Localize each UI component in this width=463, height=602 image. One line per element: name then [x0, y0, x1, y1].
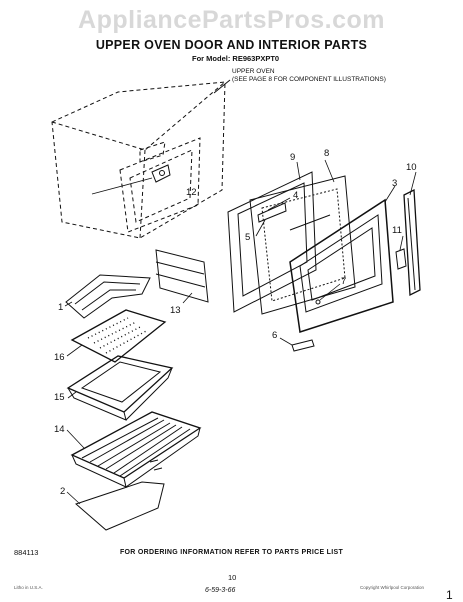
part-8-door-frame	[249, 175, 356, 315]
part-13-rack-support	[155, 249, 209, 303]
note-leader	[213, 79, 231, 94]
note-line-2: (SEE PAGE 8 FOR COMPONENT ILLUSTRATIONS)	[232, 75, 386, 83]
callout-12: 12	[186, 187, 197, 198]
callout-3: 3	[392, 178, 397, 189]
callout-10: 10	[406, 162, 417, 173]
ordering-info: FOR ORDERING INFORMATION REFER TO PARTS …	[119, 549, 344, 556]
callout-15: 15	[54, 392, 65, 403]
note-line-1: UPPER OVEN	[232, 68, 275, 75]
watermark: AppliancePartsPros.com	[78, 6, 385, 34]
upper-oven-note: UPPER OVEN (SEE PAGE 8 FOR COMPONENT ILL…	[232, 68, 386, 83]
part-14-oven-rack	[70, 411, 202, 488]
callout-2: 2	[60, 486, 65, 497]
callout-13: 13	[170, 305, 181, 316]
callout-5: 5	[245, 232, 250, 243]
part-2-bake-element	[75, 459, 165, 531]
oven-cavity	[51, 81, 226, 239]
leader-lines	[64, 159, 417, 505]
part-16-broiler-grid	[70, 309, 167, 363]
callout-14: 14	[54, 424, 65, 435]
corner-mark: 1	[446, 588, 453, 602]
part-11-hinge	[395, 248, 407, 270]
drawing-code: 884113	[14, 548, 39, 557]
page-number: 10	[228, 573, 237, 582]
callout-8: 8	[324, 148, 329, 159]
callout-16: 16	[54, 352, 65, 363]
part-3-outer-door	[289, 198, 394, 333]
callout-11: 11	[392, 225, 402, 236]
callout-1: 1	[58, 302, 63, 313]
part-6-strip	[291, 339, 315, 352]
callout-6: 6	[272, 330, 277, 341]
callout-9: 9	[290, 152, 295, 163]
part-1-broil-element	[65, 274, 151, 319]
model-label: For Model: RE963PXPT0	[192, 54, 280, 63]
part-10-handle	[403, 188, 421, 297]
handwritten-code: 6-59-3-66	[205, 587, 236, 594]
part-15-broiler-pan	[66, 355, 174, 421]
callout-4: 4	[293, 190, 298, 201]
fineprint-left: Litho in U.S.A.	[14, 585, 43, 590]
part-12-bracket	[151, 164, 171, 183]
fineprint-right: Copyright Whirlpool Corporation	[360, 585, 425, 590]
page-title: UPPER OVEN DOOR AND INTERIOR PARTS	[95, 38, 368, 52]
callout-7: 7	[341, 276, 346, 287]
